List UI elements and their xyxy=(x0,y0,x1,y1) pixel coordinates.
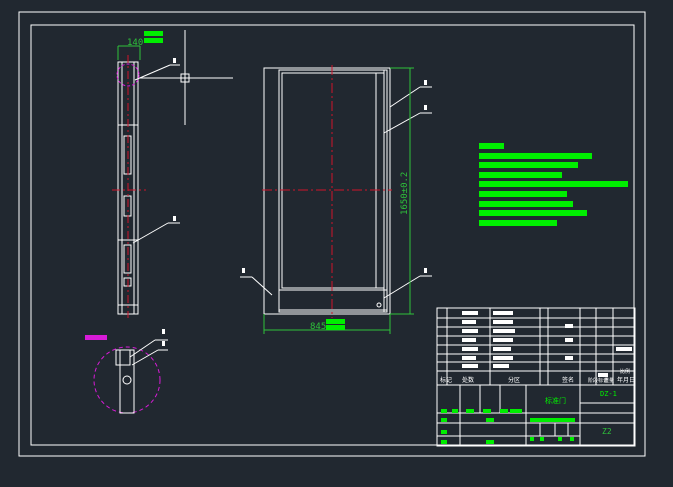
front-view xyxy=(240,67,432,315)
detail-view xyxy=(115,339,168,414)
technical-notes xyxy=(479,143,628,226)
thickness-dimension-label: 140 xyxy=(127,38,143,48)
detail-circle-top xyxy=(116,63,140,87)
height-dimension xyxy=(390,67,414,315)
weight-label: 重量 xyxy=(604,377,614,384)
inner-frame xyxy=(30,24,635,446)
header-label-zone: 分区 xyxy=(508,376,520,384)
detail-label-bar xyxy=(85,335,107,340)
company-code: Z2 xyxy=(602,427,612,436)
crosshair-cursor xyxy=(140,30,233,125)
stage-label: 阶段标记 xyxy=(588,377,608,384)
outer-frame xyxy=(18,11,646,457)
drawing-number: DZ-1 xyxy=(600,390,617,398)
header-label-mark: 标记 xyxy=(440,376,452,384)
leader-tags xyxy=(162,58,427,346)
detail-circle xyxy=(93,346,161,414)
header-label-count: 处数 xyxy=(462,376,474,384)
header-label-sign: 签名 xyxy=(562,376,574,384)
side-view xyxy=(117,61,180,315)
title-block-marks xyxy=(462,311,632,377)
height-dimension-label: 1650±0.2 xyxy=(400,172,410,215)
scale-label: 比例 xyxy=(620,368,630,375)
title-block-green-marks xyxy=(441,409,575,444)
thickness-dimension xyxy=(117,45,141,60)
header-label-date: 年月日 xyxy=(617,376,635,384)
width-dimension-label: 845 xyxy=(310,322,326,332)
part-name: 标准门 xyxy=(545,396,566,405)
